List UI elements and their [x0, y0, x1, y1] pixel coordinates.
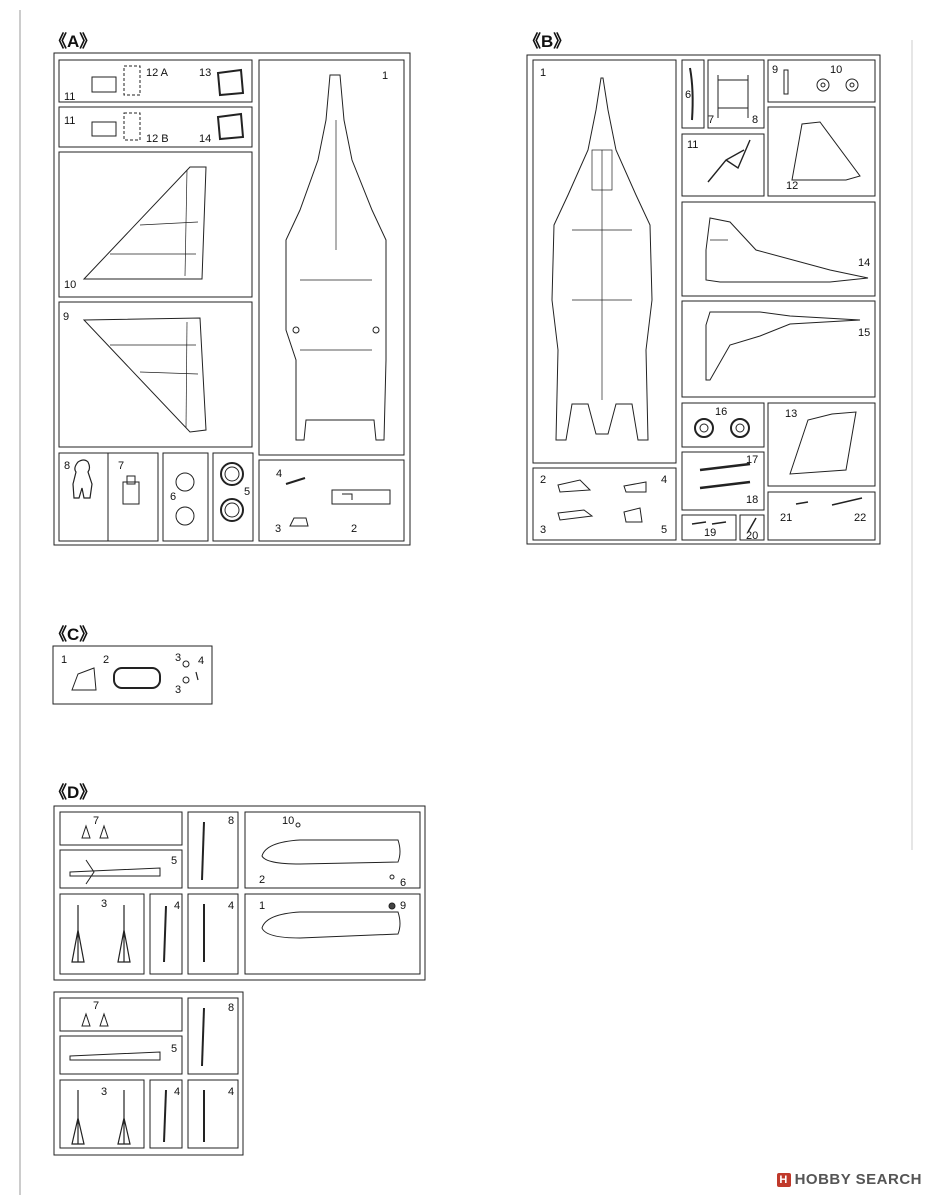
part-number: 2 [540, 474, 547, 486]
part-number: 15 [858, 327, 871, 339]
section-header-c: 《C》 [50, 625, 97, 644]
part-number: 7 [93, 1000, 100, 1012]
part-number: 11 [687, 139, 699, 151]
part-number: 17 [746, 454, 759, 466]
part-number: 22 [854, 512, 867, 524]
part-number: 8 [228, 1002, 235, 1014]
part-number: 12 B [146, 133, 169, 145]
part-number: 1 [382, 70, 389, 82]
part-number: 5 [171, 855, 178, 867]
part-number: 5 [171, 1043, 178, 1055]
sprue-d2-parts [69, 1007, 205, 1145]
part-number: 3 [101, 898, 108, 910]
part-number: 9 [772, 64, 779, 76]
part-number: 14 [199, 133, 212, 145]
part-number: 16 [715, 406, 728, 418]
part-number: 13 [785, 408, 798, 420]
part-number: 3 [175, 652, 182, 664]
sprue-b-frame [526, 54, 881, 545]
part-number: 11 [64, 91, 76, 103]
section-header-d: 《D》 [50, 783, 97, 802]
part-number: 3 [175, 684, 182, 696]
part-number: 13 [199, 67, 212, 79]
part-number: 2 [103, 654, 110, 666]
part-number: 4 [198, 655, 205, 667]
part-number: 10 [830, 64, 843, 76]
part-number: 1 [61, 654, 68, 666]
part-number: 18 [746, 494, 759, 506]
part-number: 4 [174, 1086, 181, 1098]
section-header-a: 《A》 [50, 32, 97, 51]
part-number: 12 A [146, 67, 169, 79]
part-number: 6 [170, 491, 177, 503]
part-number: 21 [780, 512, 793, 524]
sprue-d1-frame [53, 805, 426, 981]
part-number: 9 [63, 311, 70, 323]
part-number: 8 [752, 114, 759, 126]
part-number: 4 [228, 1086, 235, 1098]
part-number: 8 [228, 815, 235, 827]
part-number: 9 [400, 900, 407, 912]
sprue-a-parts [72, 65, 391, 527]
part-number: 6 [685, 89, 692, 101]
sprue-a-frame [53, 52, 411, 546]
brand-name: HOBBY SEARCH [794, 1171, 922, 1188]
sprue-d2-frame [53, 991, 244, 1156]
part-number: 5 [661, 524, 668, 536]
part-number: 19 [704, 527, 717, 539]
part-number: 4 [661, 474, 668, 486]
part-number: 14 [858, 257, 871, 269]
part-number: 10 [64, 279, 77, 291]
hobby-search-logo-icon: H [776, 1172, 791, 1187]
part-number: 3 [540, 524, 547, 536]
part-number: 11 [64, 115, 76, 127]
part-number: 6 [400, 877, 407, 889]
part-number: 2 [259, 874, 266, 886]
part-number: 7 [93, 815, 100, 827]
part-number: 7 [708, 114, 715, 126]
part-number: 4 [228, 900, 235, 912]
sprue-c-parts [71, 660, 199, 691]
part-number: 2 [351, 523, 358, 535]
part-number: 10 [282, 815, 295, 827]
part-number: 3 [275, 523, 282, 535]
sprue-c-frame [52, 645, 213, 705]
part-number: 4 [174, 900, 181, 912]
part-number: 12 [786, 180, 799, 192]
sprue-d1-parts [69, 821, 401, 963]
part-number: 8 [64, 460, 71, 472]
hobby-search-watermark: H HOBBY SEARCH [776, 1171, 922, 1188]
part-number: 3 [101, 1086, 108, 1098]
part-number: 20 [746, 530, 759, 542]
part-number: 5 [244, 486, 251, 498]
part-number: 4 [276, 468, 283, 480]
section-header-b: 《B》 [524, 32, 571, 51]
part-number: 7 [118, 460, 125, 472]
part-number: 1 [259, 900, 266, 912]
sprue-b-parts [551, 67, 869, 533]
part-number: 1 [540, 67, 547, 79]
